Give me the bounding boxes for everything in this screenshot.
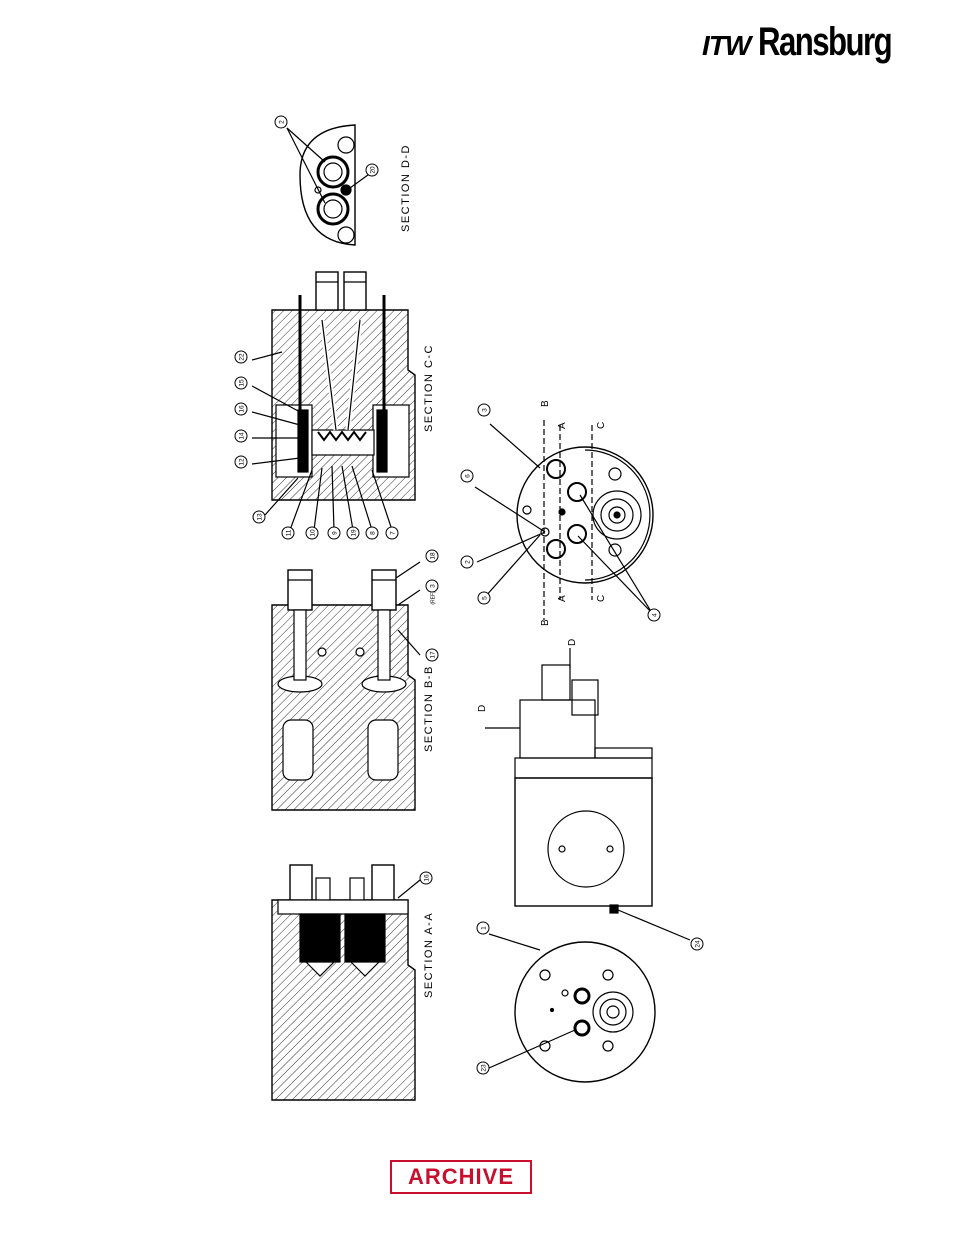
callout-label-side-0: 24 [695,940,702,948]
section-aa-view [272,865,420,1100]
callout-label-front-0: 3 [482,408,489,412]
callout-label-s_cc-5: 13 [257,513,264,521]
section-dd-title: SECTION D-D [400,144,412,232]
front-view [475,420,653,620]
section-dd-view [287,125,372,245]
callout-label-front-1: 6 [465,474,472,478]
callout-label-s_cc-11: 7 [390,531,397,535]
side-view [485,648,690,940]
callout-label-s_cc-3: 14 [239,432,246,440]
callout-label-s_bb-3: 17 [430,651,437,659]
section-aa-title: SECTION A-A [423,912,435,998]
callout-label-s_dd-1: 20 [370,166,377,174]
callout-label-s_cc-2: 16 [239,405,246,413]
callout-label-s_aa-0: 16 [424,874,431,882]
callout-label-front-4: 4 [652,613,659,617]
callout-label-s_cc-0: 22 [239,353,246,361]
callout-label-front-2: 2 [465,560,472,564]
callout-label-s_cc-4: 12 [239,458,246,466]
callout-label-s_cc-6: 11 [286,529,293,536]
section-cc-title: SECTION C-C [423,344,435,432]
cut-label-c-top: C [596,422,607,429]
callout-label-s_cc-7: 10 [310,529,317,537]
cut-label-d-right: D [567,639,578,646]
callout-label-bottom-1: 23 [481,1064,488,1072]
bottom-view [489,934,655,1082]
callout-label-front-3: 5 [482,596,489,600]
callout-label-s_cc-9: 19 [351,529,358,537]
section-bb-title: SECTION B-B [423,665,435,752]
callout-label-s_bb-0: 18 [430,552,437,560]
cut-label-b-top: B [540,400,551,407]
cut-label-a-top: A [557,422,568,429]
cut-label-d-left: D [477,705,488,712]
callout-label-bottom-0: 1 [481,926,488,930]
callout-label-s_bb-2: (REF) [431,591,437,605]
callout-label-s_cc-1: 15 [239,379,246,387]
cut-label-a-bottom: A [557,595,568,602]
cut-label-b-bottom: B [540,619,551,626]
callout-label-s_dd-0: 2 [279,120,286,124]
callout-label-s_bb-1: 3 [430,584,437,588]
callout-label-s_cc-8: 9 [332,531,339,535]
section-cc-view [252,272,415,530]
section-titles: SECTION D-D SECTION C-C SECTION B-B SECT… [400,144,435,998]
cut-label-c-bottom: C [596,595,607,602]
section-bb-view [272,562,420,810]
archive-stamp: ARCHIVE [390,1160,532,1194]
callout-label-s_cc-10: 8 [370,531,377,535]
